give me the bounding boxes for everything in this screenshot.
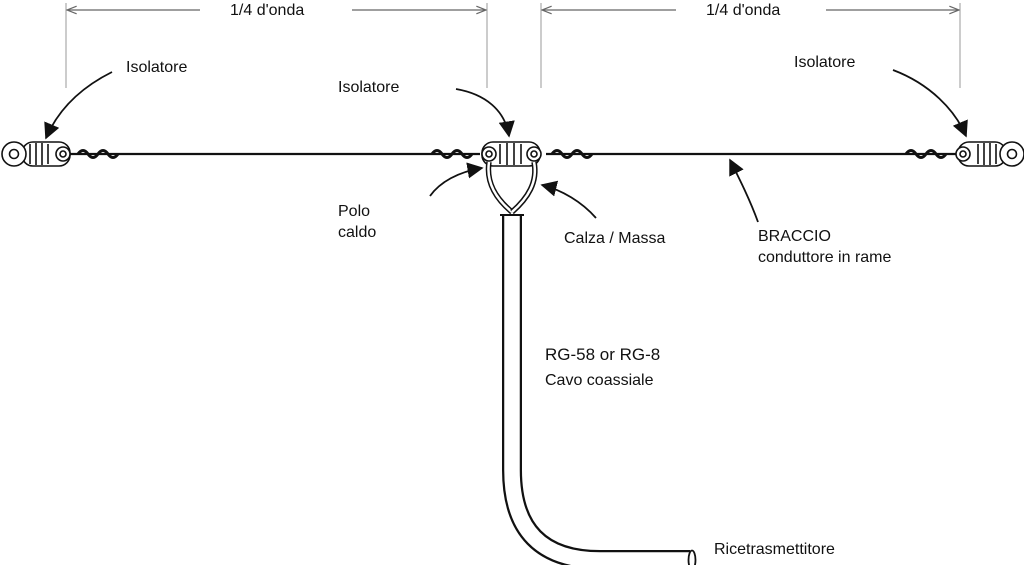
arm-label-line1: BRACCIO: [758, 228, 831, 245]
arrow-insulator-left: [44, 71, 113, 140]
arm-label-line2: conduttore in rame: [758, 249, 892, 266]
transceiver-label: Ricetrasmettitore: [714, 541, 835, 558]
dimension-guides: [65, 3, 961, 88]
insulator-right-label: Isolatore: [794, 54, 856, 71]
coax-label-line2: Cavo coassiale: [545, 372, 654, 389]
insulator-right: [955, 141, 1024, 167]
wire-coil-left: [76, 149, 120, 159]
insulator-center-label: Isolatore: [338, 79, 400, 96]
coax-cable-end: [687, 549, 697, 565]
wire-coil-right: [904, 149, 948, 159]
wire-coil-center-left: [430, 149, 474, 159]
arrow-hot-pole: [429, 162, 484, 197]
insulator-left-label: Isolatore: [126, 59, 188, 76]
insulator-center: [481, 141, 542, 167]
shield-label: Calza / Massa: [564, 230, 666, 247]
arrow-shield: [540, 180, 597, 219]
dimension-label-left: 1/4 d'onda: [230, 2, 305, 19]
arrow-insulator-center: [455, 88, 515, 138]
arrow-arm: [729, 158, 759, 223]
hot-pole-label-line2: caldo: [338, 224, 377, 241]
arrow-insulator-right: [892, 69, 968, 138]
hot-pole-label-line1: Polo: [338, 203, 371, 220]
wire-coil-center-right: [550, 149, 594, 159]
coax-label-line1: RG-58 or RG-8: [545, 345, 661, 364]
dimension-label-right: 1/4 d'onda: [706, 2, 781, 19]
insulator-left: [1, 141, 71, 167]
